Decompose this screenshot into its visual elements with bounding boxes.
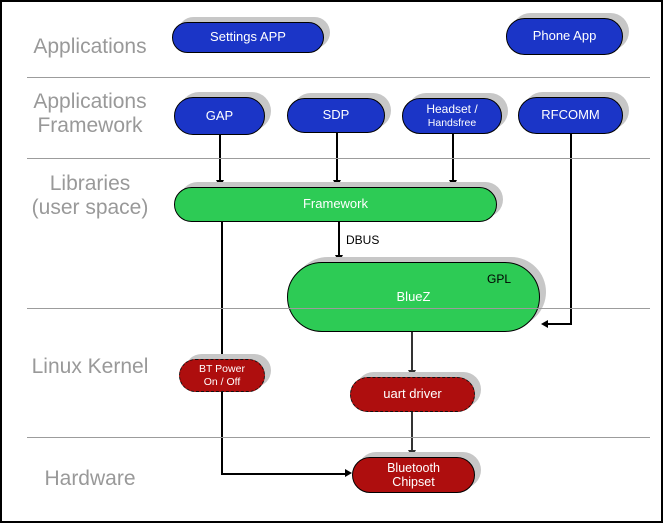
layer-label-linux-kernel: Linux Kernel: [5, 355, 175, 379]
node-uart-driver: uart driver: [350, 377, 475, 412]
arrowhead-icon: [541, 320, 548, 328]
node-framework: Framework: [174, 187, 497, 222]
node-gap-label: GAP: [205, 107, 234, 123]
node-rfcomm-label: RFCOMM: [541, 107, 600, 123]
node-bluetooth-chipset-label-line2: Chipset: [392, 475, 435, 489]
layer-divider-4: [27, 437, 650, 438]
node-phone-app: Phone App: [506, 18, 623, 55]
edge-framework-chipset-line-vertical: [221, 222, 223, 474]
layer-label-applications: Applications: [5, 35, 175, 59]
node-bluetooth-chipset: Bluetooth Chipset: [352, 457, 475, 493]
edge-framework-chipset-line-horizontal: [221, 473, 347, 475]
layer-label-line: Hardware: [44, 467, 136, 490]
node-phone-app-label: Phone App: [532, 28, 597, 44]
node-rfcomm: RFCOMM: [518, 97, 623, 134]
edge-gap-framework-line: [219, 135, 221, 183]
layer-label-line: (user space): [31, 195, 149, 219]
node-bluetooth-chipset-label-line1: Bluetooth: [387, 460, 440, 475]
node-sdp-label: SDP: [322, 107, 350, 123]
layer-divider-2: [27, 158, 650, 159]
node-headset-handsfree: Headset / Handsfree: [402, 98, 502, 134]
edge-bluez-uart-line: [411, 332, 413, 372]
edge-rfcomm-bluez-line-vertical: [570, 134, 572, 324]
edge-rfcomm-bluez-line-horizontal: [548, 323, 572, 325]
layer-label-line: Applications: [33, 35, 147, 58]
layer-divider-1: [27, 77, 650, 78]
arrowhead-icon: [335, 255, 343, 262]
node-settings-app: Settings APP: [172, 22, 324, 53]
arrowhead-icon: [408, 450, 416, 457]
edge-framework-bluez-line: [338, 222, 340, 257]
edge-uart-chipset-line: [411, 412, 413, 452]
node-headset-label-line1: Headset /: [426, 102, 478, 117]
arrowhead-icon: [333, 180, 341, 187]
layer-label-line: Applications: [33, 90, 147, 113]
node-bt-power-label-line1: BT Power: [199, 363, 245, 376]
node-uart-driver-label: uart driver: [383, 386, 442, 402]
layer-label-line: Framework: [37, 113, 143, 137]
arrowhead-icon: [345, 469, 352, 477]
layer-divider-3: [27, 308, 650, 309]
arrowhead-icon: [216, 180, 224, 187]
layer-label-line: Linux Kernel: [31, 355, 149, 378]
arrowhead-icon: [408, 370, 416, 377]
layer-label-applications-framework: Applications Framework: [5, 90, 175, 137]
arrowhead-icon: [449, 180, 457, 187]
layer-label-hardware: Hardware: [5, 467, 175, 491]
node-bluez: GPL BlueZ: [287, 262, 540, 332]
node-headset-label-line2: Handsfree: [427, 116, 477, 129]
layer-label-line: Libraries: [49, 172, 131, 195]
node-bt-power: BT Power On / Off: [179, 359, 265, 392]
gpl-badge: GPL: [486, 272, 511, 286]
node-settings-app-label: Settings APP: [210, 29, 286, 45]
node-gap: GAP: [174, 97, 265, 135]
node-framework-label: Framework: [302, 196, 368, 212]
node-bt-power-label-line2: On / Off: [203, 375, 241, 388]
layer-label-libraries: Libraries (user space): [5, 172, 175, 219]
node-sdp: SDP: [287, 98, 385, 133]
edge-label-dbus: DBUS: [346, 233, 380, 247]
node-bluez-label: BlueZ: [396, 288, 431, 304]
